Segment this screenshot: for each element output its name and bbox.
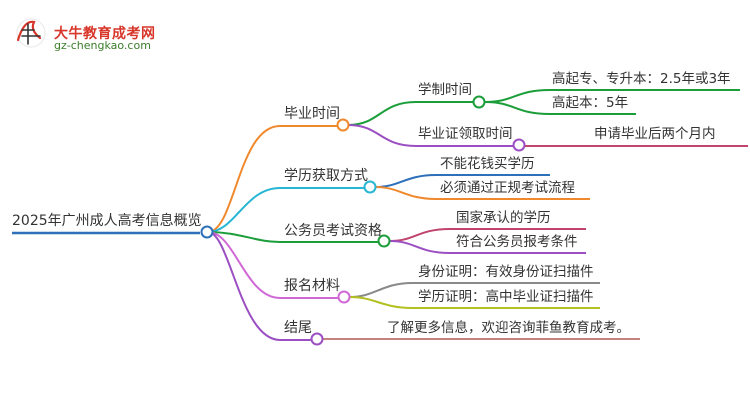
branch-label-gwy: 公务员考试资格 xyxy=(284,223,382,239)
branch-label-baoming: 报名材料 xyxy=(284,278,340,294)
node-jiewei[interactable] xyxy=(310,332,324,346)
node-root[interactable] xyxy=(200,225,214,239)
node-lingqu[interactable] xyxy=(512,138,526,152)
edge-xuezhi-leaf2 xyxy=(484,101,636,115)
edge-root-jiewei xyxy=(207,231,281,341)
logo-icon xyxy=(16,18,46,48)
sub-label-lingqu: 毕业证领取时间 xyxy=(418,126,513,142)
edge-gwy-leaf2 xyxy=(389,240,586,254)
leaf-label-jiewei-1: 了解更多信息，欢迎咨询菲鱼教育成考。 xyxy=(387,320,630,336)
edge-root-xueli xyxy=(207,187,281,233)
node-baoming[interactable] xyxy=(337,290,351,304)
edge-xueli-leaf2 xyxy=(375,186,590,200)
leaf-label-lingqu-1: 申请毕业后两个月内 xyxy=(594,126,716,142)
logo-title: 大牛教育成考网 xyxy=(54,26,156,42)
edge-root-baoming xyxy=(207,231,281,299)
sub-label-xuezhi: 学制时间 xyxy=(418,82,472,98)
node-xueli[interactable] xyxy=(363,180,377,194)
edge-root-gwy xyxy=(207,231,281,243)
branch-label-biye: 毕业时间 xyxy=(284,106,340,122)
logo-url: gz-chengkao.com xyxy=(54,39,151,52)
leaf-label-xuezhi-2: 高起本：5年 xyxy=(552,95,629,111)
leaf-label-xuezhi-1: 高起专、专升本：2.5年或3年 xyxy=(552,71,731,87)
root-label: 2025年广州成人高考信息概览 xyxy=(12,213,202,229)
leaf-label-gwy-1: 国家承认的学历 xyxy=(456,210,551,226)
edge-biye-lingqu xyxy=(347,124,518,147)
branch-label-jiewei: 结尾 xyxy=(284,320,312,336)
edge-baoming-leaf2 xyxy=(349,296,600,309)
node-gwy[interactable] xyxy=(377,234,391,248)
leaf-label-xueli-1: 不能花钱买学历 xyxy=(440,156,535,172)
edge-root-biye xyxy=(207,125,281,233)
leaf-label-baoming-1: 身份证明：有效身份证扫描件 xyxy=(418,264,594,280)
leaf-label-baoming-2: 学历证明：高中毕业证扫描件 xyxy=(418,289,594,305)
edge-biye-xuezhi xyxy=(347,101,478,126)
node-biye[interactable] xyxy=(336,118,350,132)
leaf-label-gwy-2: 符合公务员报考条件 xyxy=(456,234,578,250)
leaf-label-xueli-2: 必须通过正规考试流程 xyxy=(440,180,575,196)
node-xuezhi[interactable] xyxy=(472,95,486,109)
branch-label-xueli: 学历获取方式 xyxy=(284,168,368,184)
